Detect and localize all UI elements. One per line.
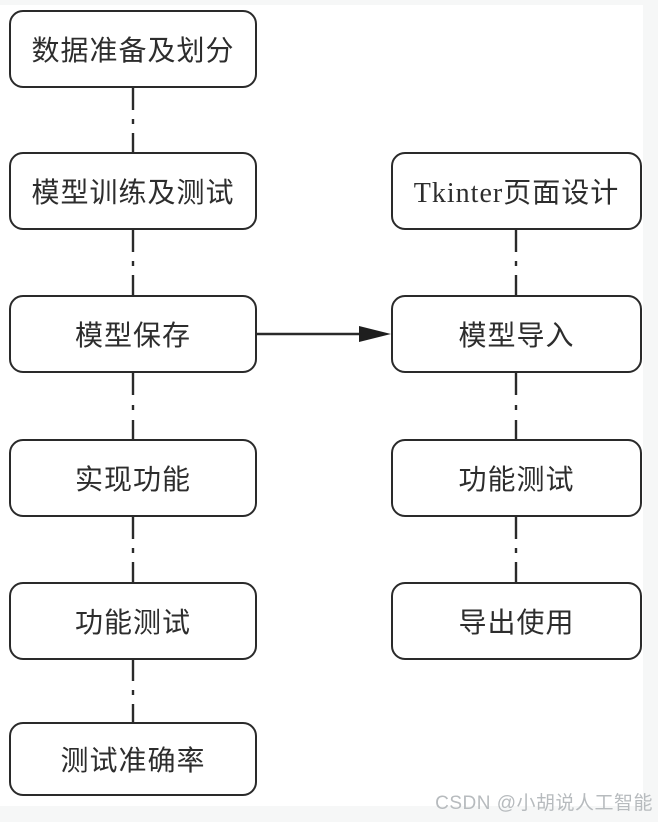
node-label: 测试准确率 — [60, 746, 206, 777]
node-data-preparation: 数据准备及划分 — [9, 10, 257, 88]
node-label: 功能测试 — [458, 465, 575, 496]
node-model-save: 模型保存 — [9, 295, 257, 373]
diagram-canvas — [0, 5, 643, 806]
node-label: 功能测试 — [74, 608, 191, 639]
csdn-watermark: CSDN @小胡说人工智能 — [435, 793, 653, 814]
node-function-test-left: 功能测试 — [9, 582, 257, 660]
node-label: 导出使用 — [458, 608, 575, 639]
node-test-accuracy: 测试准确率 — [9, 722, 257, 796]
node-model-import: 模型导入 — [391, 295, 642, 373]
node-label: 实现功能 — [74, 465, 191, 496]
node-label: 模型导入 — [458, 321, 575, 352]
node-export-use: 导出使用 — [391, 582, 642, 660]
node-function-test-right: 功能测试 — [391, 439, 642, 517]
node-model-train-test: 模型训练及测试 — [9, 152, 257, 230]
node-label: 模型训练及测试 — [31, 178, 235, 209]
node-label: 数据准备及划分 — [31, 36, 235, 67]
arrow-save-to-import-head — [359, 326, 391, 342]
node-label: 模型保存 — [74, 321, 191, 352]
node-label: Tkinter页面设计 — [413, 178, 620, 209]
node-tkinter-page-design: Tkinter页面设计 — [391, 152, 642, 230]
node-implement-function: 实现功能 — [9, 439, 257, 517]
